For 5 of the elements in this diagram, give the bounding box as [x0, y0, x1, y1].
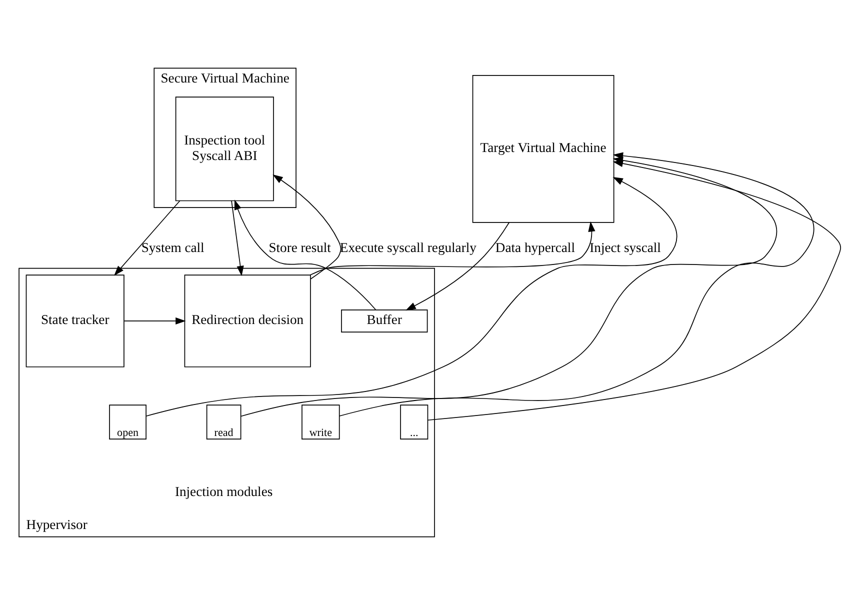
label: Injection modules: [174, 484, 273, 499]
edge-label: System call: [141, 240, 204, 255]
edge-label: Data hypercall: [495, 240, 575, 255]
edge-label: Inject syscall: [590, 240, 661, 255]
edge-label: Store result: [268, 240, 331, 255]
